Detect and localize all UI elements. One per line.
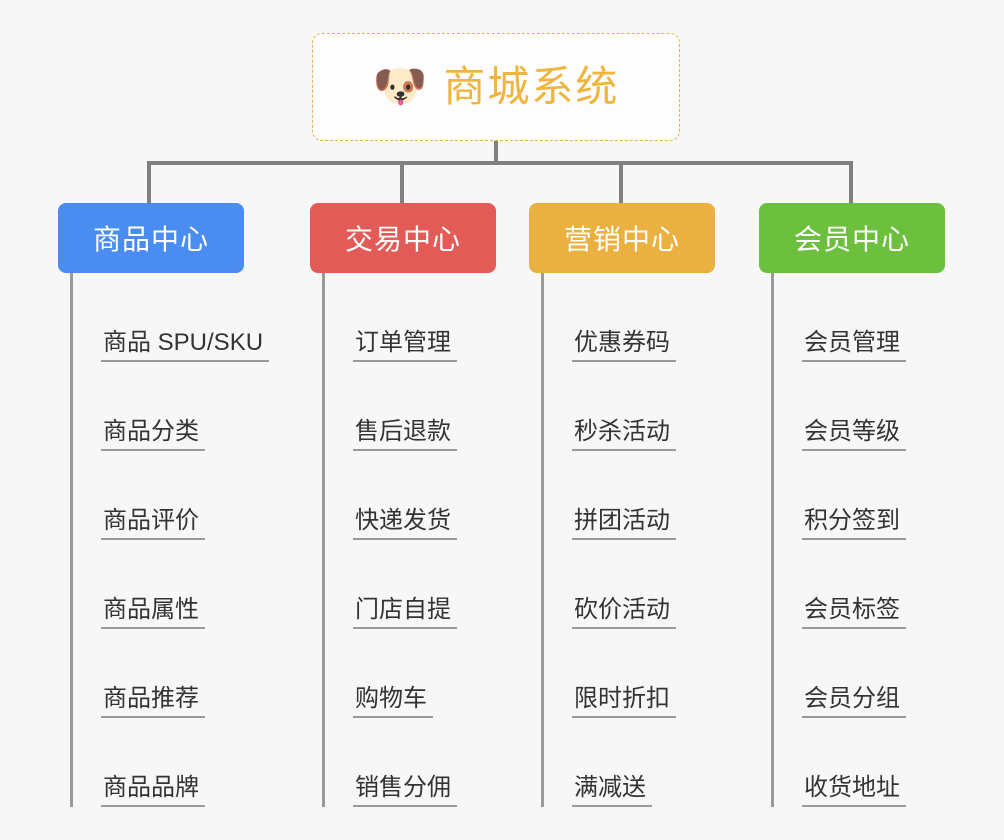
leaf-label: 商品分类 <box>101 418 205 451</box>
leaf-label: 砍价活动 <box>572 596 676 629</box>
list-item[interactable]: 砍价活动 <box>544 540 715 629</box>
branch-body-2: 订单管理 售后退款 快递发货 门店自提 购物车 销售分佣 <box>322 273 496 807</box>
leaf-label: 门店自提 <box>353 596 457 629</box>
list-item[interactable]: 售后退款 <box>325 362 496 451</box>
connector-drop-1 <box>147 161 151 203</box>
root-node[interactable]: 🐶 商城系统 <box>312 33 680 141</box>
connector-drop-2 <box>400 161 404 203</box>
list-item[interactable]: 会员等级 <box>774 362 945 451</box>
list-item[interactable]: 积分签到 <box>774 451 945 540</box>
list-item[interactable]: 商品属性 <box>73 540 244 629</box>
leaf-label: 商品评价 <box>101 507 205 540</box>
connector-root-stem <box>494 141 498 163</box>
leaf-label: 商品推荐 <box>101 685 205 718</box>
list-item[interactable]: 商品评价 <box>73 451 244 540</box>
list-item[interactable]: 商品品牌 <box>73 718 244 807</box>
leaf-label: 商品品牌 <box>101 774 205 807</box>
branch-header-2[interactable]: 交易中心 <box>310 203 496 273</box>
leaf-label: 购物车 <box>353 685 433 718</box>
connector-horizontal-bus <box>147 161 853 165</box>
root-title: 商城系统 <box>443 63 620 110</box>
branch-body-1: 商品 SPU/SKU 商品分类 商品评价 商品属性 商品推荐 商品品牌 <box>70 273 270 807</box>
leaf-label: 快递发货 <box>353 507 457 540</box>
branch-header-label-1: 商品中心 <box>92 224 209 255</box>
list-item[interactable]: 销售分佣 <box>325 718 496 807</box>
branch-header-4[interactable]: 会员中心 <box>759 203 945 273</box>
leaf-label: 拼团活动 <box>572 507 676 540</box>
branch-marketing-center: 营销中心 优惠券码 秒杀活动 拼团活动 砍价活动 限时折扣 满减送 <box>529 203 715 807</box>
branch-header-label-3: 营销中心 <box>563 224 680 255</box>
branch-header-1[interactable]: 商品中心 <box>58 203 244 273</box>
shiba-dog-face-icon: 🐶 <box>372 62 428 111</box>
leaf-label: 商品属性 <box>101 596 205 629</box>
leaf-label: 订单管理 <box>353 329 457 362</box>
branch-body-3: 优惠券码 秒杀活动 拼团活动 砍价活动 限时折扣 满减送 <box>541 273 715 807</box>
connector-drop-3 <box>619 161 623 203</box>
leaf-label: 优惠券码 <box>572 329 676 362</box>
leaf-label: 售后退款 <box>353 418 457 451</box>
list-item[interactable]: 满减送 <box>544 718 715 807</box>
branch-body-4: 会员管理 会员等级 积分签到 会员标签 会员分组 收货地址 <box>771 273 945 807</box>
branch-member-center: 会员中心 会员管理 会员等级 积分签到 会员标签 会员分组 收货地址 <box>759 203 945 807</box>
leaf-label: 收货地址 <box>802 774 906 807</box>
list-item[interactable]: 会员分组 <box>774 629 945 718</box>
leaf-label: 秒杀活动 <box>572 418 676 451</box>
branch-product-center: 商品中心 商品 SPU/SKU 商品分类 商品评价 商品属性 商品推荐 商品品牌 <box>58 203 270 807</box>
list-item[interactable]: 会员标签 <box>774 540 945 629</box>
list-item[interactable]: 快递发货 <box>325 451 496 540</box>
leaf-label: 会员等级 <box>802 418 906 451</box>
leaf-label: 商品 SPU/SKU <box>101 329 270 362</box>
list-item[interactable]: 商品推荐 <box>73 629 244 718</box>
list-item[interactable]: 收货地址 <box>774 718 945 807</box>
list-item[interactable]: 商品分类 <box>73 362 244 451</box>
branch-trade-center: 交易中心 订单管理 售后退款 快递发货 门店自提 购物车 销售分佣 <box>310 203 496 807</box>
list-item[interactable]: 门店自提 <box>325 540 496 629</box>
leaf-label: 限时折扣 <box>572 685 676 718</box>
connector-drop-4 <box>849 161 853 203</box>
list-item[interactable]: 限时折扣 <box>544 629 715 718</box>
list-item[interactable]: 秒杀活动 <box>544 362 715 451</box>
list-item[interactable]: 优惠券码 <box>544 273 715 362</box>
leaf-label: 积分签到 <box>802 507 906 540</box>
list-item[interactable]: 购物车 <box>325 629 496 718</box>
leaf-label: 销售分佣 <box>353 774 457 807</box>
list-item[interactable]: 订单管理 <box>325 273 496 362</box>
leaf-label: 会员分组 <box>802 685 906 718</box>
leaf-label: 会员管理 <box>802 329 906 362</box>
list-item[interactable]: 拼团活动 <box>544 451 715 540</box>
branch-header-label-4: 会员中心 <box>793 224 910 255</box>
leaf-label: 满减送 <box>572 774 652 807</box>
branch-header-label-2: 交易中心 <box>344 224 461 255</box>
list-item[interactable]: 商品 SPU/SKU <box>73 273 270 362</box>
list-item[interactable]: 会员管理 <box>774 273 945 362</box>
leaf-label: 会员标签 <box>802 596 906 629</box>
branch-header-3[interactable]: 营销中心 <box>529 203 715 273</box>
